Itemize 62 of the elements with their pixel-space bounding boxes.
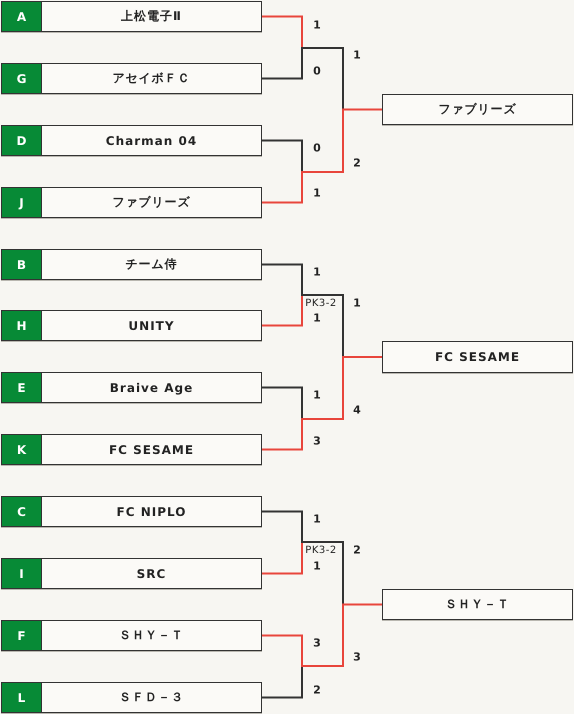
winner-box: FC SESAME xyxy=(382,341,573,373)
score: 1 xyxy=(313,390,321,400)
team-name: FC SESAME xyxy=(108,442,194,456)
score: 0 xyxy=(313,66,321,76)
seed-letter: B xyxy=(2,250,42,279)
team-name: 上松電子Ⅱ xyxy=(121,8,182,25)
bracket-line xyxy=(262,108,382,204)
team-name: SRC xyxy=(136,566,166,580)
team-name: アセイボＦＣ xyxy=(112,70,190,87)
score: 2 xyxy=(353,544,361,556)
score: 1 xyxy=(313,266,321,278)
score: 3 xyxy=(313,638,321,648)
winner-box: ＳＨＹ－Ｔ xyxy=(382,589,573,620)
score: 0 xyxy=(313,142,321,154)
team-box xyxy=(1,63,262,94)
team-box xyxy=(1,187,262,218)
team-box xyxy=(1,310,262,341)
penalty-score: PK3-2 xyxy=(305,546,337,556)
score: 2 xyxy=(313,684,321,696)
score: 1 xyxy=(313,560,321,572)
seed-letter: D xyxy=(2,126,42,155)
team-box xyxy=(1,125,262,156)
team-box xyxy=(1,496,262,527)
team-name: ファブリーズ xyxy=(112,194,190,211)
score: 1 xyxy=(313,514,321,524)
seed-letter: F xyxy=(2,621,42,650)
winner-box: ファブリーズ xyxy=(382,94,573,125)
team-name: Braive Age xyxy=(110,380,194,394)
score: 1 xyxy=(313,188,321,198)
seed-letter: A xyxy=(2,2,42,31)
score: 4 xyxy=(353,404,361,416)
seed-letter: E xyxy=(2,373,42,402)
bracket-line xyxy=(262,356,382,450)
seed-letter: G xyxy=(2,64,42,93)
bracket-line xyxy=(262,604,382,667)
team-name: FC NIPLO xyxy=(116,504,186,518)
team-name: Charman 04 xyxy=(106,134,198,148)
team-box xyxy=(1,620,262,651)
team-box xyxy=(1,558,262,589)
score: 3 xyxy=(353,652,361,662)
score: 1 xyxy=(313,312,321,324)
seed-letter: L xyxy=(2,683,42,712)
seed-letter: H xyxy=(2,311,42,340)
seed-letter: K xyxy=(2,435,42,464)
team-name: ＳＦＤ－３ xyxy=(119,689,184,706)
seed-letter: C xyxy=(2,497,42,526)
score: 2 xyxy=(353,158,361,168)
team-box xyxy=(1,372,262,403)
team-name: UNITY xyxy=(128,318,175,332)
score: 1 xyxy=(313,20,321,30)
team-box xyxy=(1,434,262,465)
seed-letter: J xyxy=(2,188,42,217)
team-name: チーム侍 xyxy=(126,256,178,273)
team-box xyxy=(1,249,262,280)
score: 1 xyxy=(353,298,361,308)
score: 3 xyxy=(313,436,321,446)
penalty-score: PK3-2 xyxy=(305,299,337,309)
team-name: ＳＨＹ－Ｔ xyxy=(119,627,184,644)
team-box xyxy=(1,1,262,32)
team-box xyxy=(1,682,262,713)
score: 1 xyxy=(353,50,361,60)
seed-letter: I xyxy=(2,559,42,588)
